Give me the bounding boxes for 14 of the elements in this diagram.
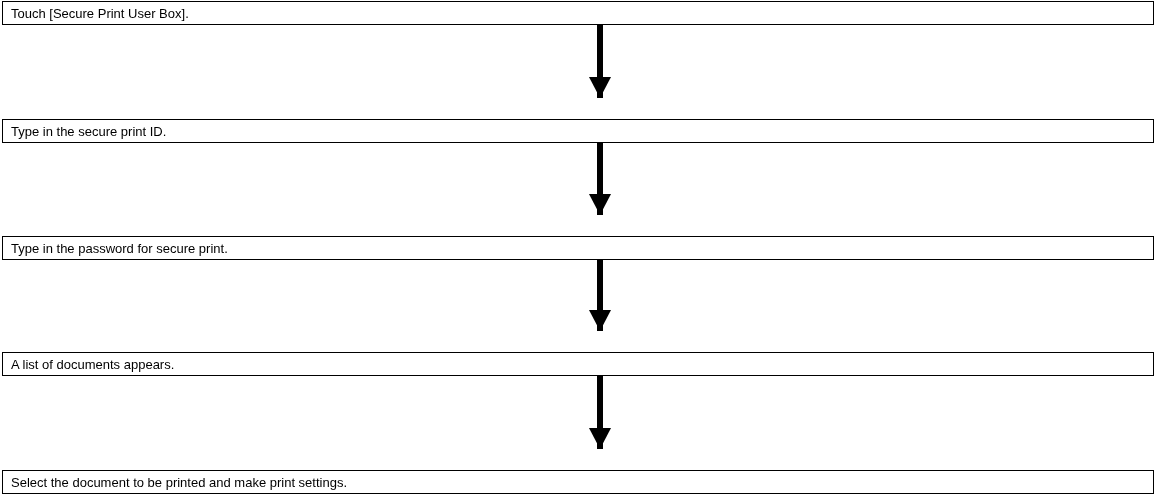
process-box — [2, 470, 1154, 494]
process-box — [2, 352, 1154, 376]
arrow — [589, 25, 611, 98]
step-text: A list of documents appears. — [11, 356, 175, 372]
step-text: Type in the password for secure print. — [11, 240, 228, 256]
process-box — [2, 119, 1154, 143]
step-text: Touch [Secure Print User Box]. — [11, 5, 189, 21]
process-box — [2, 1, 1154, 25]
arrow — [589, 376, 611, 449]
process-box — [2, 236, 1154, 260]
step-text: Select the document to be printed and make print settings. — [11, 474, 348, 490]
arrow — [589, 260, 611, 331]
step-text: Type in the secure print ID. — [11, 123, 167, 139]
arrow — [589, 143, 611, 215]
